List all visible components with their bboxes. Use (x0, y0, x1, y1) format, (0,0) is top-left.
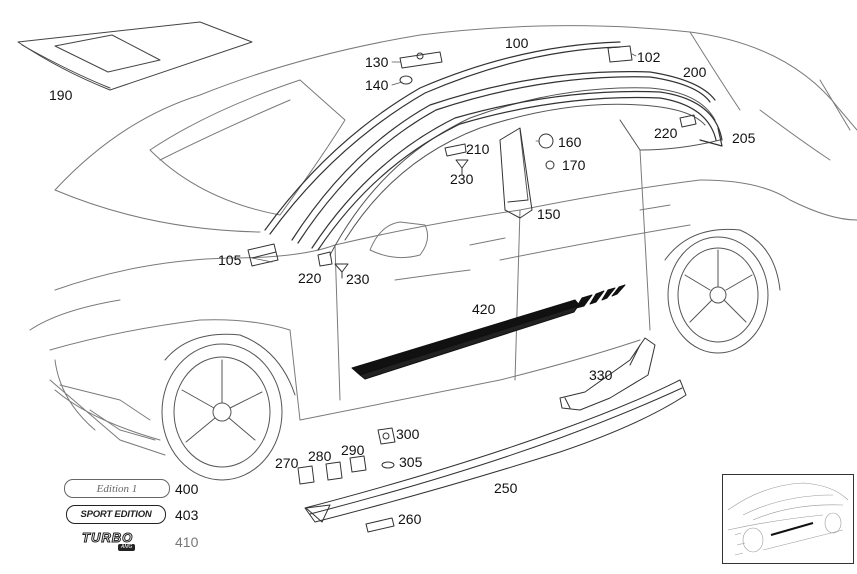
clip-270 (297, 465, 315, 485)
callout-410: 410 (175, 534, 199, 550)
badge-turbo: TURBO AMG (81, 530, 160, 552)
clip-230-upper (455, 159, 469, 175)
callout-330: 330 (589, 367, 613, 383)
callout-170: 170 (562, 157, 586, 173)
clip-220-lower (317, 251, 333, 267)
callout-280: 280 (308, 448, 332, 464)
clip-220-upper (679, 114, 697, 128)
rocker-panel-part (304, 379, 687, 523)
callout-220-upper: 220 (654, 125, 678, 141)
callout-260: 260 (398, 511, 422, 527)
clip-280 (325, 461, 343, 481)
clip-230-lower (334, 263, 349, 279)
side-stripe-decal-part (351, 284, 626, 380)
clip-305 (381, 461, 395, 469)
badge-edition-1: Edition 1 (64, 479, 170, 498)
front-wheel (161, 333, 296, 481)
window-trim-strip-205 (311, 90, 723, 251)
callout-230-lower: 230 (346, 271, 370, 287)
b-pillar-trim-part (499, 127, 533, 219)
badge-sport-edition: SPORT EDITION (66, 505, 166, 524)
callout-100: 100 (505, 35, 529, 51)
callout-102: 102 (637, 49, 661, 65)
leader-lines (251, 53, 637, 263)
window-trim-strip-200 (291, 71, 716, 244)
callout-210: 210 (466, 141, 490, 157)
clip-170 (545, 160, 555, 170)
callout-105: 105 (218, 252, 242, 268)
clip-102 (607, 45, 633, 63)
clip-160 (538, 133, 554, 149)
front-bumper-lines (54, 359, 156, 441)
thumbnail-drawing (727, 482, 849, 556)
callout-190: 190 (49, 87, 73, 103)
roof-panel-part (17, 21, 253, 91)
badge-edition-text: Edition 1 (96, 482, 138, 495)
clip-300 (377, 427, 396, 445)
callout-420: 420 (472, 301, 496, 317)
callout-230-upper: 230 (450, 171, 474, 187)
callout-220-lower: 220 (298, 270, 322, 286)
clip-260 (365, 517, 395, 533)
clip-290 (349, 455, 367, 473)
badge-turbo-sub-text: AMG (118, 544, 136, 551)
callout-290: 290 (341, 442, 365, 458)
callout-270: 270 (275, 455, 299, 471)
roof-trim-strip-100 (264, 41, 621, 235)
clip-140 (399, 75, 413, 85)
callout-403: 403 (175, 507, 199, 523)
callout-140: 140 (365, 77, 389, 93)
clip-210 (444, 143, 467, 157)
badge-sport-text: SPORT EDITION (80, 509, 152, 520)
callout-300: 300 (396, 426, 420, 442)
callout-305: 305 (399, 454, 423, 470)
callout-400: 400 (175, 481, 199, 497)
callout-200: 200 (683, 64, 707, 80)
callout-250: 250 (494, 480, 518, 496)
badge-turbo-text: TURBO (81, 530, 134, 545)
clip-105 (247, 243, 279, 267)
callout-205: 205 (732, 130, 756, 146)
rear-wheel (664, 228, 781, 354)
door-lines (334, 149, 671, 401)
callout-130: 130 (365, 54, 389, 70)
callout-160: 160 (558, 134, 582, 150)
clip-130 (399, 51, 443, 69)
overview-thumbnail[interactable] (722, 474, 854, 564)
car-body-lines (29, 25, 857, 456)
callout-150: 150 (537, 206, 561, 222)
rocker-bracket-part (559, 337, 656, 411)
